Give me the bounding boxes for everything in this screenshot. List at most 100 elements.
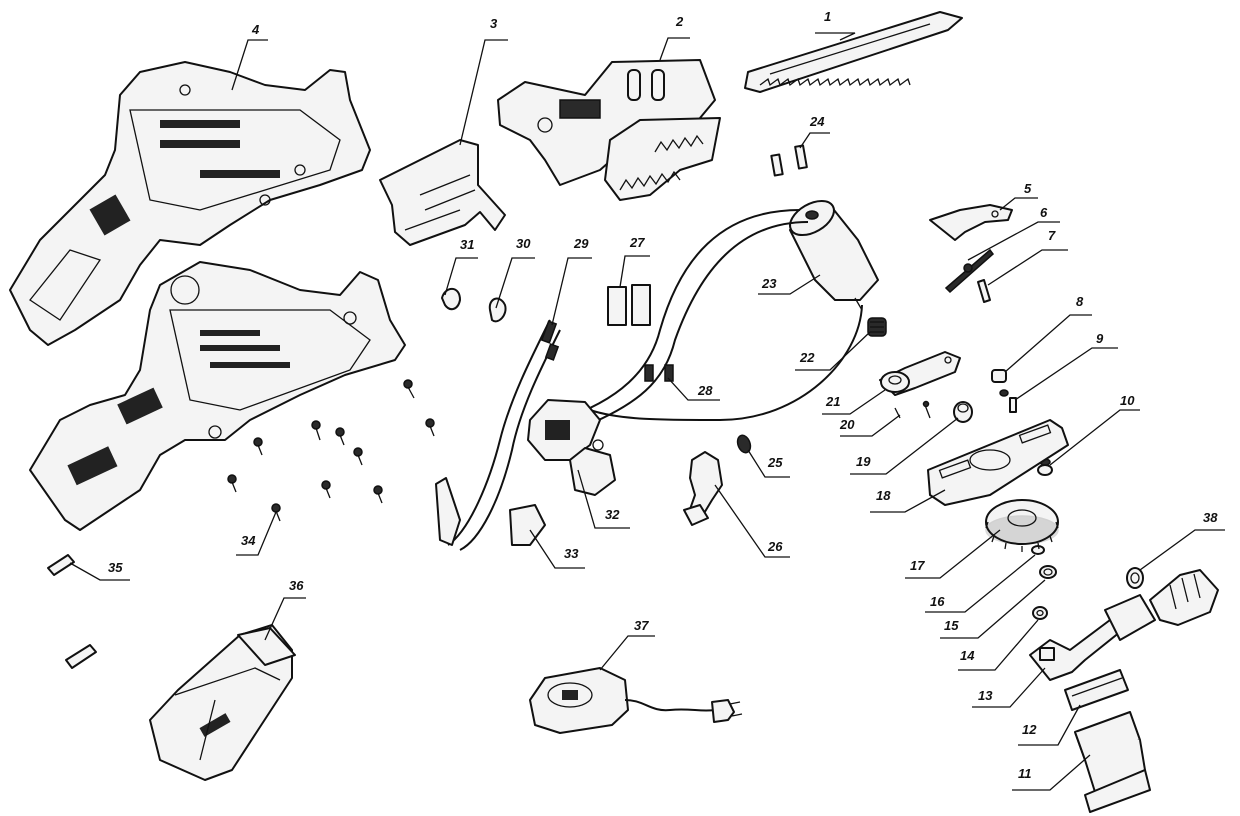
callout-label-13: 13 — [978, 688, 993, 703]
leader-30 — [495, 257, 535, 309]
callout-label-28: 28 — [697, 383, 713, 398]
leader-23 — [758, 274, 821, 295]
leader-14 — [958, 619, 1039, 671]
callout-label-2: 2 — [675, 14, 684, 29]
callouts: 1 2 3 4 5 6 7 8 9 10 11 12 13 — [69, 9, 1225, 791]
leader-16 — [925, 554, 1036, 613]
leader-11 — [1012, 754, 1091, 791]
blade-clamp-assembly-part — [497, 59, 721, 201]
leader-37 — [599, 635, 655, 671]
leader-29 — [551, 257, 592, 326]
callout-label-12: 12 — [1022, 722, 1037, 737]
leader-19 — [850, 417, 959, 475]
callout-label-38: 38 — [1203, 510, 1218, 525]
leader-1 — [815, 32, 856, 41]
guide-plate-part — [379, 139, 506, 246]
leader-10 — [1049, 409, 1140, 466]
leader-5 — [999, 197, 1038, 211]
leader-8 — [1004, 314, 1092, 373]
callout-label-18: 18 — [876, 488, 891, 503]
battery-terminal-part — [435, 477, 546, 546]
callout-label-8: 8 — [1076, 294, 1084, 309]
leader-4 — [231, 39, 268, 91]
callout-label-4: 4 — [251, 22, 260, 37]
foam-pads-part — [607, 284, 651, 326]
charger-part — [529, 667, 743, 734]
wiring-harness-part — [447, 209, 863, 551]
housing-half-lower-part — [29, 261, 406, 531]
callout-label-9: 9 — [1096, 331, 1104, 346]
motor-part — [789, 199, 879, 311]
leader-18 — [870, 489, 946, 513]
cap-38-part — [1126, 567, 1144, 589]
callout-label-22: 22 — [799, 350, 815, 365]
callout-label-33: 33 — [564, 546, 579, 561]
callout-label-34: 34 — [241, 533, 256, 548]
leader-13 — [972, 667, 1046, 708]
callout-label-21: 21 — [825, 394, 840, 409]
leader-21 — [822, 389, 886, 415]
leader-36 — [264, 597, 306, 641]
clip-30-part — [488, 297, 507, 323]
callout-label-16: 16 — [930, 594, 945, 609]
spring-part — [944, 248, 995, 294]
callout-label-35: 35 — [108, 560, 123, 575]
bushing-8-part — [991, 369, 1007, 383]
leader-6 — [967, 221, 1060, 261]
leader-2 — [659, 37, 690, 61]
callout-label-36: 36 — [289, 578, 304, 593]
callout-label-5: 5 — [1024, 181, 1032, 196]
pin-7-part — [977, 279, 991, 303]
clip-31-part — [441, 287, 461, 311]
leader-12 — [1018, 704, 1081, 746]
callout-label-7: 7 — [1048, 228, 1056, 243]
large-gear-part — [985, 499, 1059, 552]
washer-15-part — [1039, 565, 1057, 579]
leader-34 — [236, 511, 277, 556]
callout-label-10: 10 — [1120, 393, 1135, 408]
housing-half-upper-part — [9, 61, 371, 346]
leader-25 — [747, 449, 790, 478]
battery-pack-part — [149, 624, 296, 781]
leader-27 — [619, 255, 650, 288]
callout-label-6: 6 — [1040, 205, 1048, 220]
reciprocating-shaft-part — [1029, 569, 1219, 681]
callout-label-37: 37 — [634, 618, 649, 633]
callout-label-15: 15 — [944, 618, 959, 633]
leader-24 — [799, 132, 830, 149]
callout-label-25: 25 — [767, 455, 783, 470]
leader-17 — [905, 529, 1001, 579]
button-25-part — [736, 434, 752, 454]
leader-20 — [840, 414, 901, 437]
pinion-22-part — [867, 317, 887, 337]
callout-label-14: 14 — [960, 648, 975, 663]
leader-3 — [459, 39, 508, 146]
washer-16-part — [1031, 545, 1045, 555]
lever-part — [929, 204, 1013, 241]
leader-33 — [529, 529, 585, 569]
callout-label-26: 26 — [767, 539, 783, 554]
washer-9-part — [999, 389, 1017, 413]
screws-part — [227, 379, 435, 522]
leader-26 — [714, 484, 790, 558]
motor-flange-part — [879, 351, 961, 396]
bearing-19-part — [953, 401, 973, 423]
callout-label-27: 27 — [629, 235, 645, 250]
sleeve-11-part — [1074, 711, 1151, 813]
leader-7 — [987, 249, 1068, 286]
leader-31 — [444, 257, 478, 296]
plate-35-part — [47, 554, 97, 669]
callout-label-30: 30 — [516, 236, 531, 251]
callout-label-29: 29 — [573, 236, 589, 251]
callout-label-32: 32 — [605, 507, 620, 522]
leader-32 — [577, 469, 630, 529]
screw-20-part — [894, 400, 931, 419]
callout-label-1: 1 — [824, 9, 831, 24]
sleeve-12-part — [1064, 669, 1129, 711]
leader-28 — [667, 377, 720, 401]
callout-label-23: 23 — [761, 276, 777, 291]
callout-label-11: 11 — [1018, 766, 1032, 781]
saw-blade-part — [744, 11, 963, 93]
lock-switch-part — [683, 451, 723, 526]
